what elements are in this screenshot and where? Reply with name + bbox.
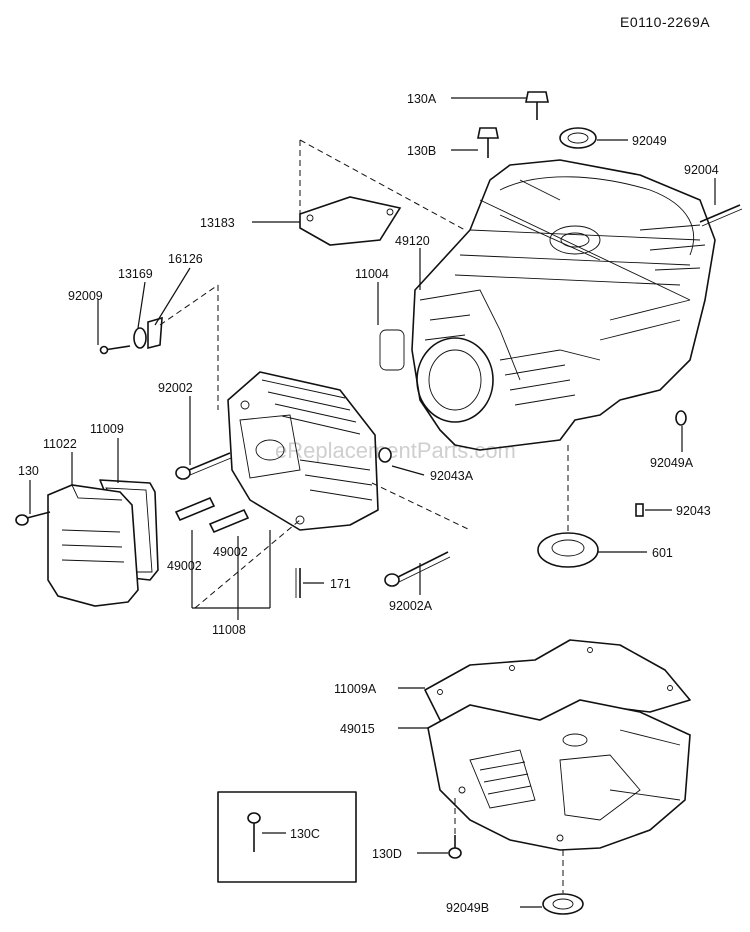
rocker-cover-11022[interactable] (47, 484, 139, 607)
callout-13169: 13169 (118, 267, 153, 281)
bolt-130b[interactable] (477, 127, 499, 158)
dowel-92043[interactable] (635, 503, 644, 517)
stud-171[interactable] (295, 568, 301, 598)
bolt-130[interactable] (15, 511, 51, 526)
callout-11009: 11009 (90, 422, 124, 436)
washer-13169[interactable] (133, 327, 147, 349)
callout-92002a: 92002A (389, 599, 433, 613)
callout-49015: 49015 (340, 722, 375, 736)
callout-49002-upper: 49002 (213, 545, 248, 559)
callout-130: 130 (18, 464, 39, 478)
stud-92004[interactable] (699, 204, 743, 227)
diagram-code: E0110-2269A (620, 14, 710, 30)
bearing-601[interactable] (537, 445, 599, 568)
callout-92049b: 92049B (446, 901, 489, 915)
callout-49002-lower: 49002 (167, 559, 202, 573)
pushrod-49002-b[interactable] (208, 508, 250, 534)
bolt-92002a[interactable] (384, 551, 451, 587)
cylinder-head-part[interactable] (227, 371, 379, 531)
callout-92043: 92043 (676, 504, 711, 518)
callout-92043a: 92043A (430, 469, 474, 483)
callout-49120: 49120 (395, 234, 430, 248)
crankcase-part[interactable] (379, 159, 716, 451)
callout-11009a: 11009A (334, 682, 377, 696)
callout-171: 171 (330, 577, 351, 591)
seal-92049b[interactable] (542, 850, 584, 915)
callout-92049: 92049 (632, 134, 667, 148)
bolt-130d[interactable] (448, 835, 462, 859)
bolt-92002[interactable] (175, 452, 232, 480)
bracket-16126[interactable] (147, 316, 163, 350)
bolt-92009[interactable] (99, 345, 131, 355)
callout-130a: 130A (407, 92, 437, 106)
callout-92049a: 92049A (650, 456, 694, 470)
leader-lines (29, 97, 716, 908)
callout-130d: 130D (372, 847, 402, 861)
callout-11022: 11022 (43, 437, 77, 451)
callout-13183: 13183 (200, 216, 235, 230)
callout-labels: 130A 130B 92049 92004 13183 49120 16126 … (18, 92, 719, 915)
bolt-130a[interactable] (525, 91, 549, 120)
gasket-13183[interactable] (299, 139, 466, 246)
pushrod-49002-a[interactable] (174, 496, 216, 522)
callout-16126: 16126 (168, 252, 203, 266)
callout-11008: 11008 (212, 623, 246, 637)
oil-pan-49015[interactable] (427, 699, 691, 851)
callout-130c: 130C (290, 827, 320, 841)
callout-92004: 92004 (684, 163, 719, 177)
seal-92049a[interactable] (675, 410, 687, 426)
dowel-92043a[interactable] (378, 447, 392, 463)
callout-11004: 11004 (355, 267, 389, 281)
callout-92009: 92009 (68, 289, 103, 303)
callout-601: 601 (652, 546, 673, 560)
callout-92002: 92002 (158, 381, 193, 395)
oil-seal-92049[interactable] (559, 127, 597, 149)
callout-130b: 130B (407, 144, 436, 158)
inset-box-130c (217, 791, 357, 883)
watermark-text: eReplacementParts.com (275, 438, 516, 463)
